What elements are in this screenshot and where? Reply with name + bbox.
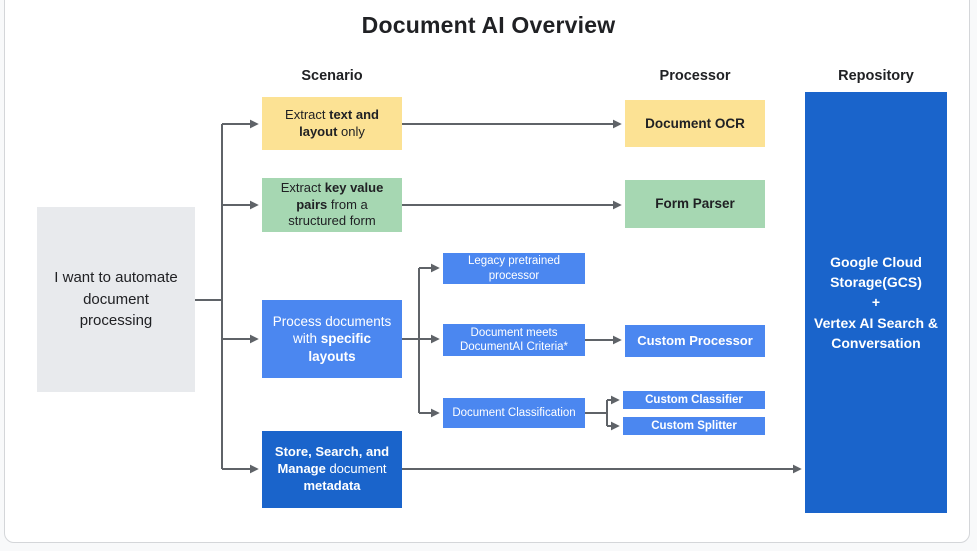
- scenario1-text-post: only: [337, 123, 365, 139]
- repository-line1: Google Cloud Storage(GCS): [830, 253, 922, 291]
- node-processor-form-parser: Form Parser: [625, 180, 765, 228]
- node-branch-legacy-pretrained: Legacy pretrained processor: [443, 253, 585, 284]
- column-header-processor: Processor: [659, 68, 731, 84]
- node-scenario-extract-text-layout: Extract text and layout only: [262, 97, 402, 150]
- scenario4-text-bold2: metadata: [303, 477, 361, 493]
- scenario2-text-bold: key value pairs: [296, 179, 384, 212]
- scenario4-text-bold1: Store, Search, and Manage: [274, 444, 390, 477]
- node-scenario-extract-key-value: Extract key value pairs from a structure…: [262, 178, 402, 232]
- node-start: I want to automate document processing: [37, 207, 195, 392]
- scenario2-text-pre: Extract: [280, 179, 325, 195]
- column-header-scenario: Scenario: [301, 68, 363, 84]
- repository-plus: +: [871, 294, 881, 311]
- repository-line2: Vertex AI Search & Conversation: [814, 314, 938, 351]
- node-processor-custom-classifier: Custom Classifier: [623, 391, 765, 409]
- processor-custom-processor-label: Custom Processor: [637, 332, 753, 348]
- node-scenario-store-search-manage: Store, Search, and Manage document metad…: [262, 431, 402, 508]
- branch-criteria-label: Document meets DocumentAI Criteria*: [459, 326, 568, 353]
- processor-custom-classifier-label: Custom Classifier: [645, 393, 743, 406]
- processor-ocr-label: Document OCR: [645, 115, 745, 131]
- node-processor-custom-splitter: Custom Splitter: [623, 417, 765, 435]
- processor-form-parser-label: Form Parser: [655, 196, 735, 212]
- scenario3-text-bold: specific layouts: [308, 331, 372, 364]
- node-branch-document-classification: Document Classification: [443, 398, 585, 428]
- scenario3-text-pre: Process documents with: [272, 313, 392, 347]
- branch-classification-label: Document Classification: [452, 406, 576, 419]
- node-repository: Google Cloud Storage(GCS) + Vertex AI Se…: [805, 92, 947, 513]
- scenario4-text-mid: document: [325, 461, 387, 477]
- branch-legacy-label: Legacy pretrained processor: [467, 255, 561, 282]
- page-title: Document AI Overview: [361, 12, 616, 38]
- node-branch-documentai-criteria: Document meets DocumentAI Criteria*: [443, 324, 585, 356]
- node-start-label: I want to automate document processing: [54, 268, 178, 330]
- column-header-repository: Repository: [838, 68, 914, 84]
- node-processor-document-ocr: Document OCR: [625, 100, 765, 147]
- scenario2-text-post: from a structured form: [288, 196, 376, 229]
- node-scenario-specific-layouts: Process documents with specific layouts: [262, 300, 402, 378]
- scenario1-text-bold: text and layout: [299, 106, 379, 139]
- processor-custom-splitter-label: Custom Splitter: [651, 419, 737, 432]
- scenario1-text-pre: Extract: [285, 106, 330, 122]
- node-processor-custom-processor: Custom Processor: [625, 325, 765, 357]
